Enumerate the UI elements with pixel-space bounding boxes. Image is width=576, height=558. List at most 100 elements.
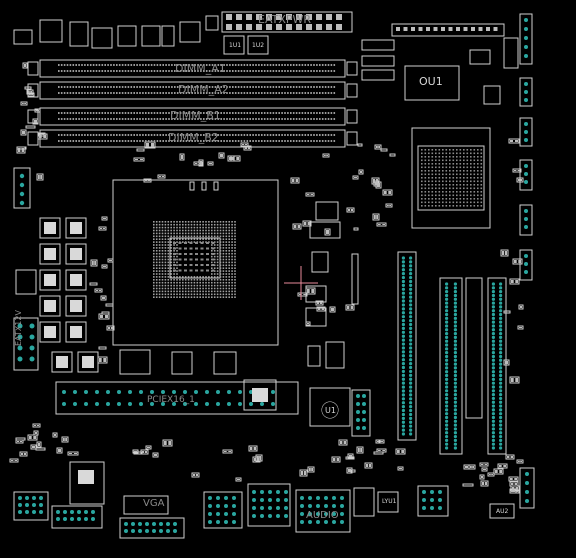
pcie-x1-slot[interactable] xyxy=(55,381,299,415)
passive-component[interactable] xyxy=(389,153,396,157)
pcie-slot-3[interactable] xyxy=(487,277,507,455)
passive-component[interactable] xyxy=(516,177,524,183)
chip-area[interactable] xyxy=(243,379,277,411)
passive-component[interactable] xyxy=(30,444,37,450)
dimm-latch[interactable] xyxy=(346,109,358,124)
passive-component[interactable] xyxy=(207,161,214,166)
dimm-slot-a2[interactable] xyxy=(39,81,346,100)
passive-component[interactable] xyxy=(356,446,364,454)
passive-component[interactable] xyxy=(132,449,139,454)
passive-component[interactable] xyxy=(136,148,145,152)
header[interactable] xyxy=(519,467,535,509)
passive-component[interactable] xyxy=(302,220,312,227)
passive-component[interactable] xyxy=(509,278,520,285)
capacitor[interactable] xyxy=(69,21,89,47)
passive-component[interactable] xyxy=(218,152,225,159)
passive-component[interactable] xyxy=(493,468,504,475)
passive-component[interactable] xyxy=(353,227,359,231)
passive-component[interactable] xyxy=(517,325,524,330)
io-connector[interactable] xyxy=(203,491,243,529)
passive-component[interactable] xyxy=(345,304,355,311)
io-connector[interactable] xyxy=(417,485,449,517)
part[interactable] xyxy=(361,39,395,51)
capacitor[interactable] xyxy=(91,27,113,49)
passive-component[interactable] xyxy=(20,101,28,106)
capacitor[interactable] xyxy=(179,21,201,43)
passive-component[interactable] xyxy=(500,249,509,257)
dimm-latch[interactable] xyxy=(346,83,358,98)
passive-component[interactable] xyxy=(235,477,242,482)
passive-component[interactable] xyxy=(248,445,258,452)
pcie-slot-1[interactable] xyxy=(397,251,417,441)
dimm-latch[interactable] xyxy=(27,131,39,146)
chip-ou1[interactable] xyxy=(404,65,460,101)
passive-component[interactable] xyxy=(512,168,522,173)
vrm-choke[interactable] xyxy=(39,269,61,291)
passive-component[interactable] xyxy=(25,125,36,129)
passive-component[interactable] xyxy=(98,313,110,320)
passive-component[interactable] xyxy=(179,153,185,161)
passive-component[interactable] xyxy=(145,445,152,450)
capacitor[interactable] xyxy=(39,19,63,43)
passive-component[interactable] xyxy=(15,437,26,441)
passive-component[interactable] xyxy=(479,462,489,467)
passive-component[interactable] xyxy=(243,145,252,151)
passive-component[interactable] xyxy=(305,321,311,326)
chip-u1-area[interactable] xyxy=(309,387,351,427)
side-header[interactable] xyxy=(519,77,533,107)
capacitor[interactable] xyxy=(205,15,219,31)
socket-pin-marker[interactable] xyxy=(189,181,195,191)
passive-component[interactable] xyxy=(462,483,474,487)
vrm-choke[interactable] xyxy=(65,217,87,239)
passive-component[interactable] xyxy=(316,306,326,312)
passive-component[interactable] xyxy=(364,462,373,469)
vrm-choke[interactable] xyxy=(39,321,61,343)
dimm-latch[interactable] xyxy=(346,131,358,146)
passive-component[interactable] xyxy=(358,169,364,175)
passive-component[interactable] xyxy=(346,207,355,213)
vga-connector[interactable] xyxy=(119,517,185,539)
capacitor[interactable] xyxy=(213,351,237,375)
passive-component[interactable] xyxy=(107,258,114,263)
vrm-choke[interactable] xyxy=(65,321,87,343)
passive-component[interactable] xyxy=(222,449,233,454)
passive-component[interactable] xyxy=(307,466,315,473)
passive-component[interactable] xyxy=(481,467,488,472)
capacitor[interactable] xyxy=(141,25,161,47)
passive-component[interactable] xyxy=(322,153,330,158)
passive-component[interactable] xyxy=(292,223,302,230)
passive-component[interactable] xyxy=(97,356,108,364)
part[interactable] xyxy=(361,55,395,67)
slot-spacer[interactable] xyxy=(465,277,483,419)
passive-component[interactable] xyxy=(230,155,241,162)
side-header[interactable] xyxy=(519,117,533,147)
passive-component[interactable] xyxy=(101,216,108,221)
capacitor[interactable] xyxy=(171,351,193,375)
chip-1u1[interactable] xyxy=(223,35,245,55)
side-header[interactable] xyxy=(519,13,533,65)
vga-header[interactable] xyxy=(123,495,169,515)
passive-component[interactable] xyxy=(395,448,406,455)
part[interactable] xyxy=(469,49,491,65)
passive-component[interactable] xyxy=(380,148,388,152)
socket-pin-marker[interactable] xyxy=(201,181,207,191)
passive-component[interactable] xyxy=(305,192,315,197)
passive-component[interactable] xyxy=(22,62,28,69)
passive-component[interactable] xyxy=(480,480,489,487)
chip-au2[interactable] xyxy=(489,503,515,519)
chip-1u2[interactable] xyxy=(247,35,269,55)
passive-component[interactable] xyxy=(509,481,519,487)
passive-component[interactable] xyxy=(297,292,308,297)
passive-component[interactable] xyxy=(38,132,46,137)
passive-component[interactable] xyxy=(305,287,316,295)
passive-component[interactable] xyxy=(374,144,382,150)
passive-component[interactable] xyxy=(16,146,26,154)
socket-pin-marker[interactable] xyxy=(213,181,219,191)
passive-component[interactable] xyxy=(67,451,79,456)
part[interactable] xyxy=(483,85,501,105)
passive-component[interactable] xyxy=(315,300,324,306)
pch-chip[interactable] xyxy=(411,127,491,229)
passive-component[interactable] xyxy=(191,472,200,478)
vrm-choke[interactable] xyxy=(39,217,61,239)
dimm-latch[interactable] xyxy=(27,61,39,76)
